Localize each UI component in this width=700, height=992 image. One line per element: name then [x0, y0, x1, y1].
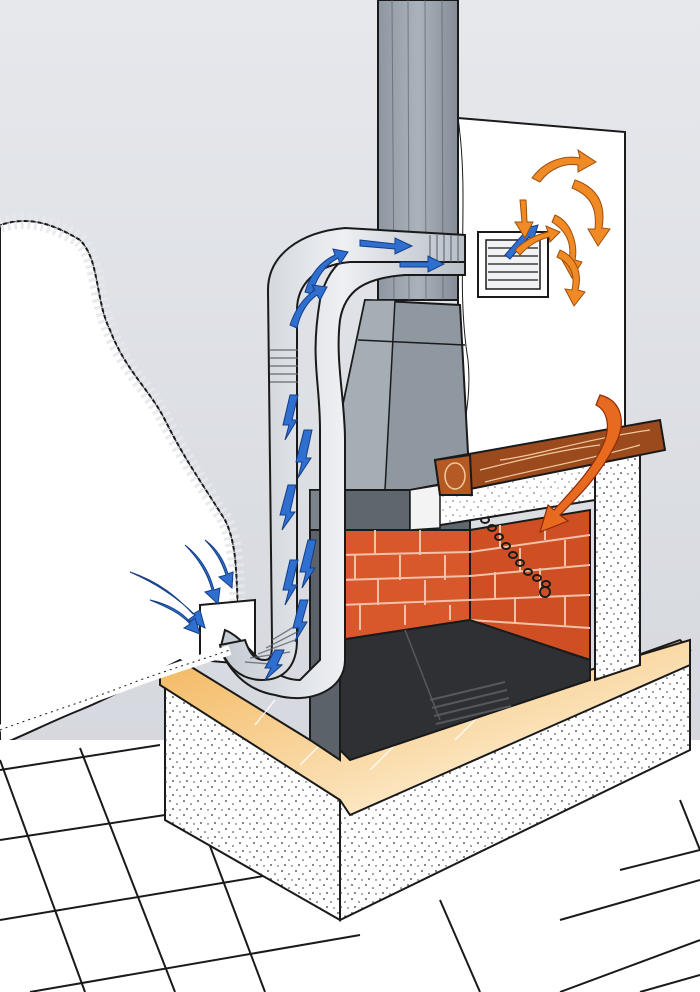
plaster-edge-bottom: [0, 645, 232, 735]
wall-vent-grille: [477, 231, 549, 298]
firebox-brick-wall: [339, 508, 591, 662]
firebox-floor: [328, 618, 591, 762]
flexible-air-duct: [218, 226, 466, 700]
cold-air-flow-arrows: [129, 224, 539, 681]
right-pillar: [594, 438, 641, 682]
warm-air-flow-arrows: [514, 148, 611, 307]
damper-chain: [480, 516, 551, 598]
hot-air-circulation-arrow: [539, 394, 622, 534]
ash-grate: [429, 681, 512, 725]
